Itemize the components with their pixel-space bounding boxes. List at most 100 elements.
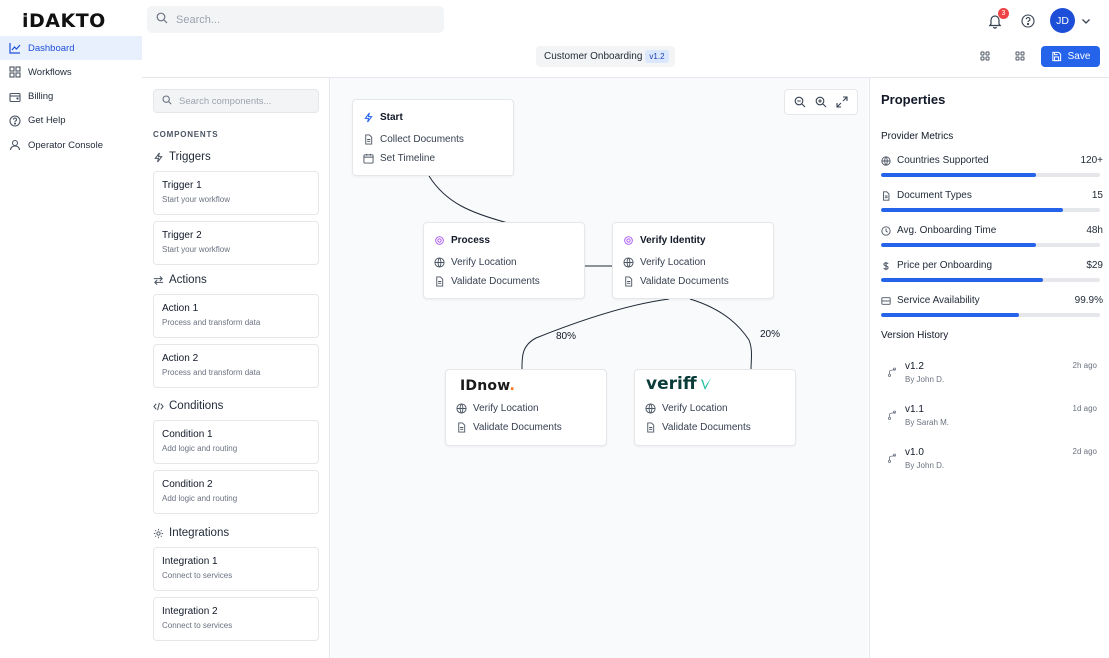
edge-label-80: 80% [556, 331, 577, 342]
component-title: Trigger 2 [162, 230, 202, 241]
component-card-trigger-1[interactable]: Trigger 1 Start your workflow [153, 171, 319, 215]
metric-bar [881, 278, 1100, 282]
nav-label: Operator Console [28, 139, 103, 151]
group-title-conditions: Conditions [153, 400, 223, 412]
metrics-title: Provider Metrics [881, 131, 954, 142]
nav-item-workflows[interactable]: Workflows [0, 60, 142, 84]
version-author: By Sarah M. [905, 418, 950, 427]
nav-label: Billing [28, 91, 54, 103]
globe-icon [645, 403, 656, 414]
globe-icon [434, 257, 445, 268]
component-card-condition-2[interactable]: Condition 2 Add logic and routing [153, 470, 319, 514]
veriff-check-icon [700, 377, 711, 390]
header-divider [142, 77, 1109, 78]
version-item[interactable]: v1.2 By John D. 2h ago [881, 359, 1099, 393]
search-icon [162, 94, 172, 108]
app-logo[interactable]: iDAKTO [22, 10, 106, 32]
component-card-trigger-2[interactable]: Trigger 2 Start your workflow [153, 221, 319, 265]
metric-bar-fill [881, 173, 1037, 177]
zoom-out-icon[interactable] [794, 96, 806, 108]
version-name: v1.0 [905, 447, 924, 458]
group-title-actions: Actions [153, 274, 207, 286]
chevron-down-icon[interactable] [1081, 16, 1091, 26]
server-icon [881, 296, 891, 306]
metric-bar-fill [881, 243, 1037, 247]
workflow-name: Customer Onboarding [544, 51, 643, 62]
component-card-integration-2[interactable]: Integration 2 Connect to services [153, 597, 319, 641]
nav-item-get-help[interactable]: Get Help [0, 109, 142, 133]
component-card-action-1[interactable]: Action 1 Process and transform data [153, 294, 319, 338]
search-icon [156, 12, 168, 27]
layout-grid-icon[interactable] [979, 50, 991, 62]
properties-title: Properties [881, 92, 946, 107]
component-card-integration-1[interactable]: Integration 1 Connect to services [153, 547, 319, 591]
grid-icon [9, 66, 21, 78]
metric-bar-fill [881, 208, 1063, 212]
node-row: Verify Location [434, 257, 517, 268]
component-title: Integration 2 [162, 606, 218, 617]
help-button[interactable] [1021, 13, 1035, 31]
git-branch-icon [887, 367, 897, 377]
calendar-icon [363, 153, 374, 164]
nav-item-dashboard[interactable]: Dashboard [0, 36, 142, 60]
component-title: Integration 1 [162, 556, 218, 567]
apps-grid-icon[interactable] [1014, 50, 1026, 62]
save-icon [1051, 51, 1061, 62]
nav-item-billing[interactable]: Billing [0, 85, 142, 109]
node-row: Validate Documents [623, 276, 729, 287]
save-button[interactable]: Save [1041, 46, 1100, 67]
fullscreen-icon[interactable] [836, 96, 848, 108]
nav-label: Workflows [28, 66, 72, 78]
search-input[interactable] [176, 13, 416, 26]
version-time: 2d ago [1072, 447, 1097, 456]
node-row: Verify Location [623, 257, 706, 268]
node-verify-identity[interactable]: Verify Identity Verify Location Validate… [612, 222, 774, 299]
global-search[interactable] [147, 6, 444, 33]
nav-item-operator-console[interactable]: Operator Console [0, 133, 142, 157]
node-process[interactable]: Process Verify Location Validate Documen… [423, 222, 585, 299]
wallet-icon [9, 91, 21, 103]
group-title-triggers: Triggers [153, 151, 211, 163]
version-time: 2h ago [1072, 361, 1097, 370]
component-subtitle: Process and transform data [162, 368, 261, 377]
component-title: Condition 2 [162, 479, 213, 490]
node-row: Validate Documents [456, 422, 562, 433]
chart-line-icon [9, 42, 21, 54]
zoom-in-icon[interactable] [815, 96, 827, 108]
version-time: 1d ago [1072, 404, 1097, 413]
notifications-button[interactable]: 3 [987, 7, 1009, 29]
node-veriff[interactable]: veriff Verify Location Validate Document… [634, 369, 796, 446]
avatar[interactable]: JD [1050, 8, 1075, 33]
workflow-title[interactable]: Customer Onboarding v1.2 [536, 46, 675, 67]
bolt-icon [363, 112, 374, 123]
edge-verify-idnow [521, 298, 670, 371]
workflow-canvas[interactable]: Start Collect Documents Set Timeline Pro… [331, 78, 868, 658]
version-item[interactable]: v1.1 By Sarah M. 1d ago [881, 402, 1099, 436]
help-icon [1021, 13, 1035, 31]
component-card-action-2[interactable]: Action 2 Process and transform data [153, 344, 319, 388]
dollar-icon [881, 261, 891, 271]
node-header: Verify Identity [623, 235, 706, 246]
node-start[interactable]: Start Collect Documents Set Timeline [352, 99, 514, 176]
document-icon [363, 134, 374, 145]
component-card-condition-1[interactable]: Condition 1 Add logic and routing [153, 420, 319, 464]
components-search-input[interactable] [179, 95, 309, 107]
components-search[interactable] [153, 89, 319, 113]
component-subtitle: Connect to services [162, 621, 233, 630]
version-badge: v1.2 [645, 50, 669, 63]
component-subtitle: Start your workflow [162, 195, 231, 204]
arrows-icon [153, 275, 164, 286]
metric-value: 48h [1086, 225, 1103, 236]
component-title: Trigger 1 [162, 180, 202, 191]
components-heading: COMPONENTS [153, 130, 219, 139]
zoom-controls [784, 89, 858, 115]
version-author: By John D. [905, 461, 945, 470]
component-subtitle: Add logic and routing [162, 494, 238, 503]
node-idnow[interactable]: IDnow. Verify Location Validate Document… [445, 369, 607, 446]
node-header: Start [363, 112, 403, 123]
version-item[interactable]: v1.0 By John D. 2d ago [881, 445, 1099, 479]
document-icon [881, 190, 891, 201]
metric-value: 15 [1091, 190, 1103, 201]
